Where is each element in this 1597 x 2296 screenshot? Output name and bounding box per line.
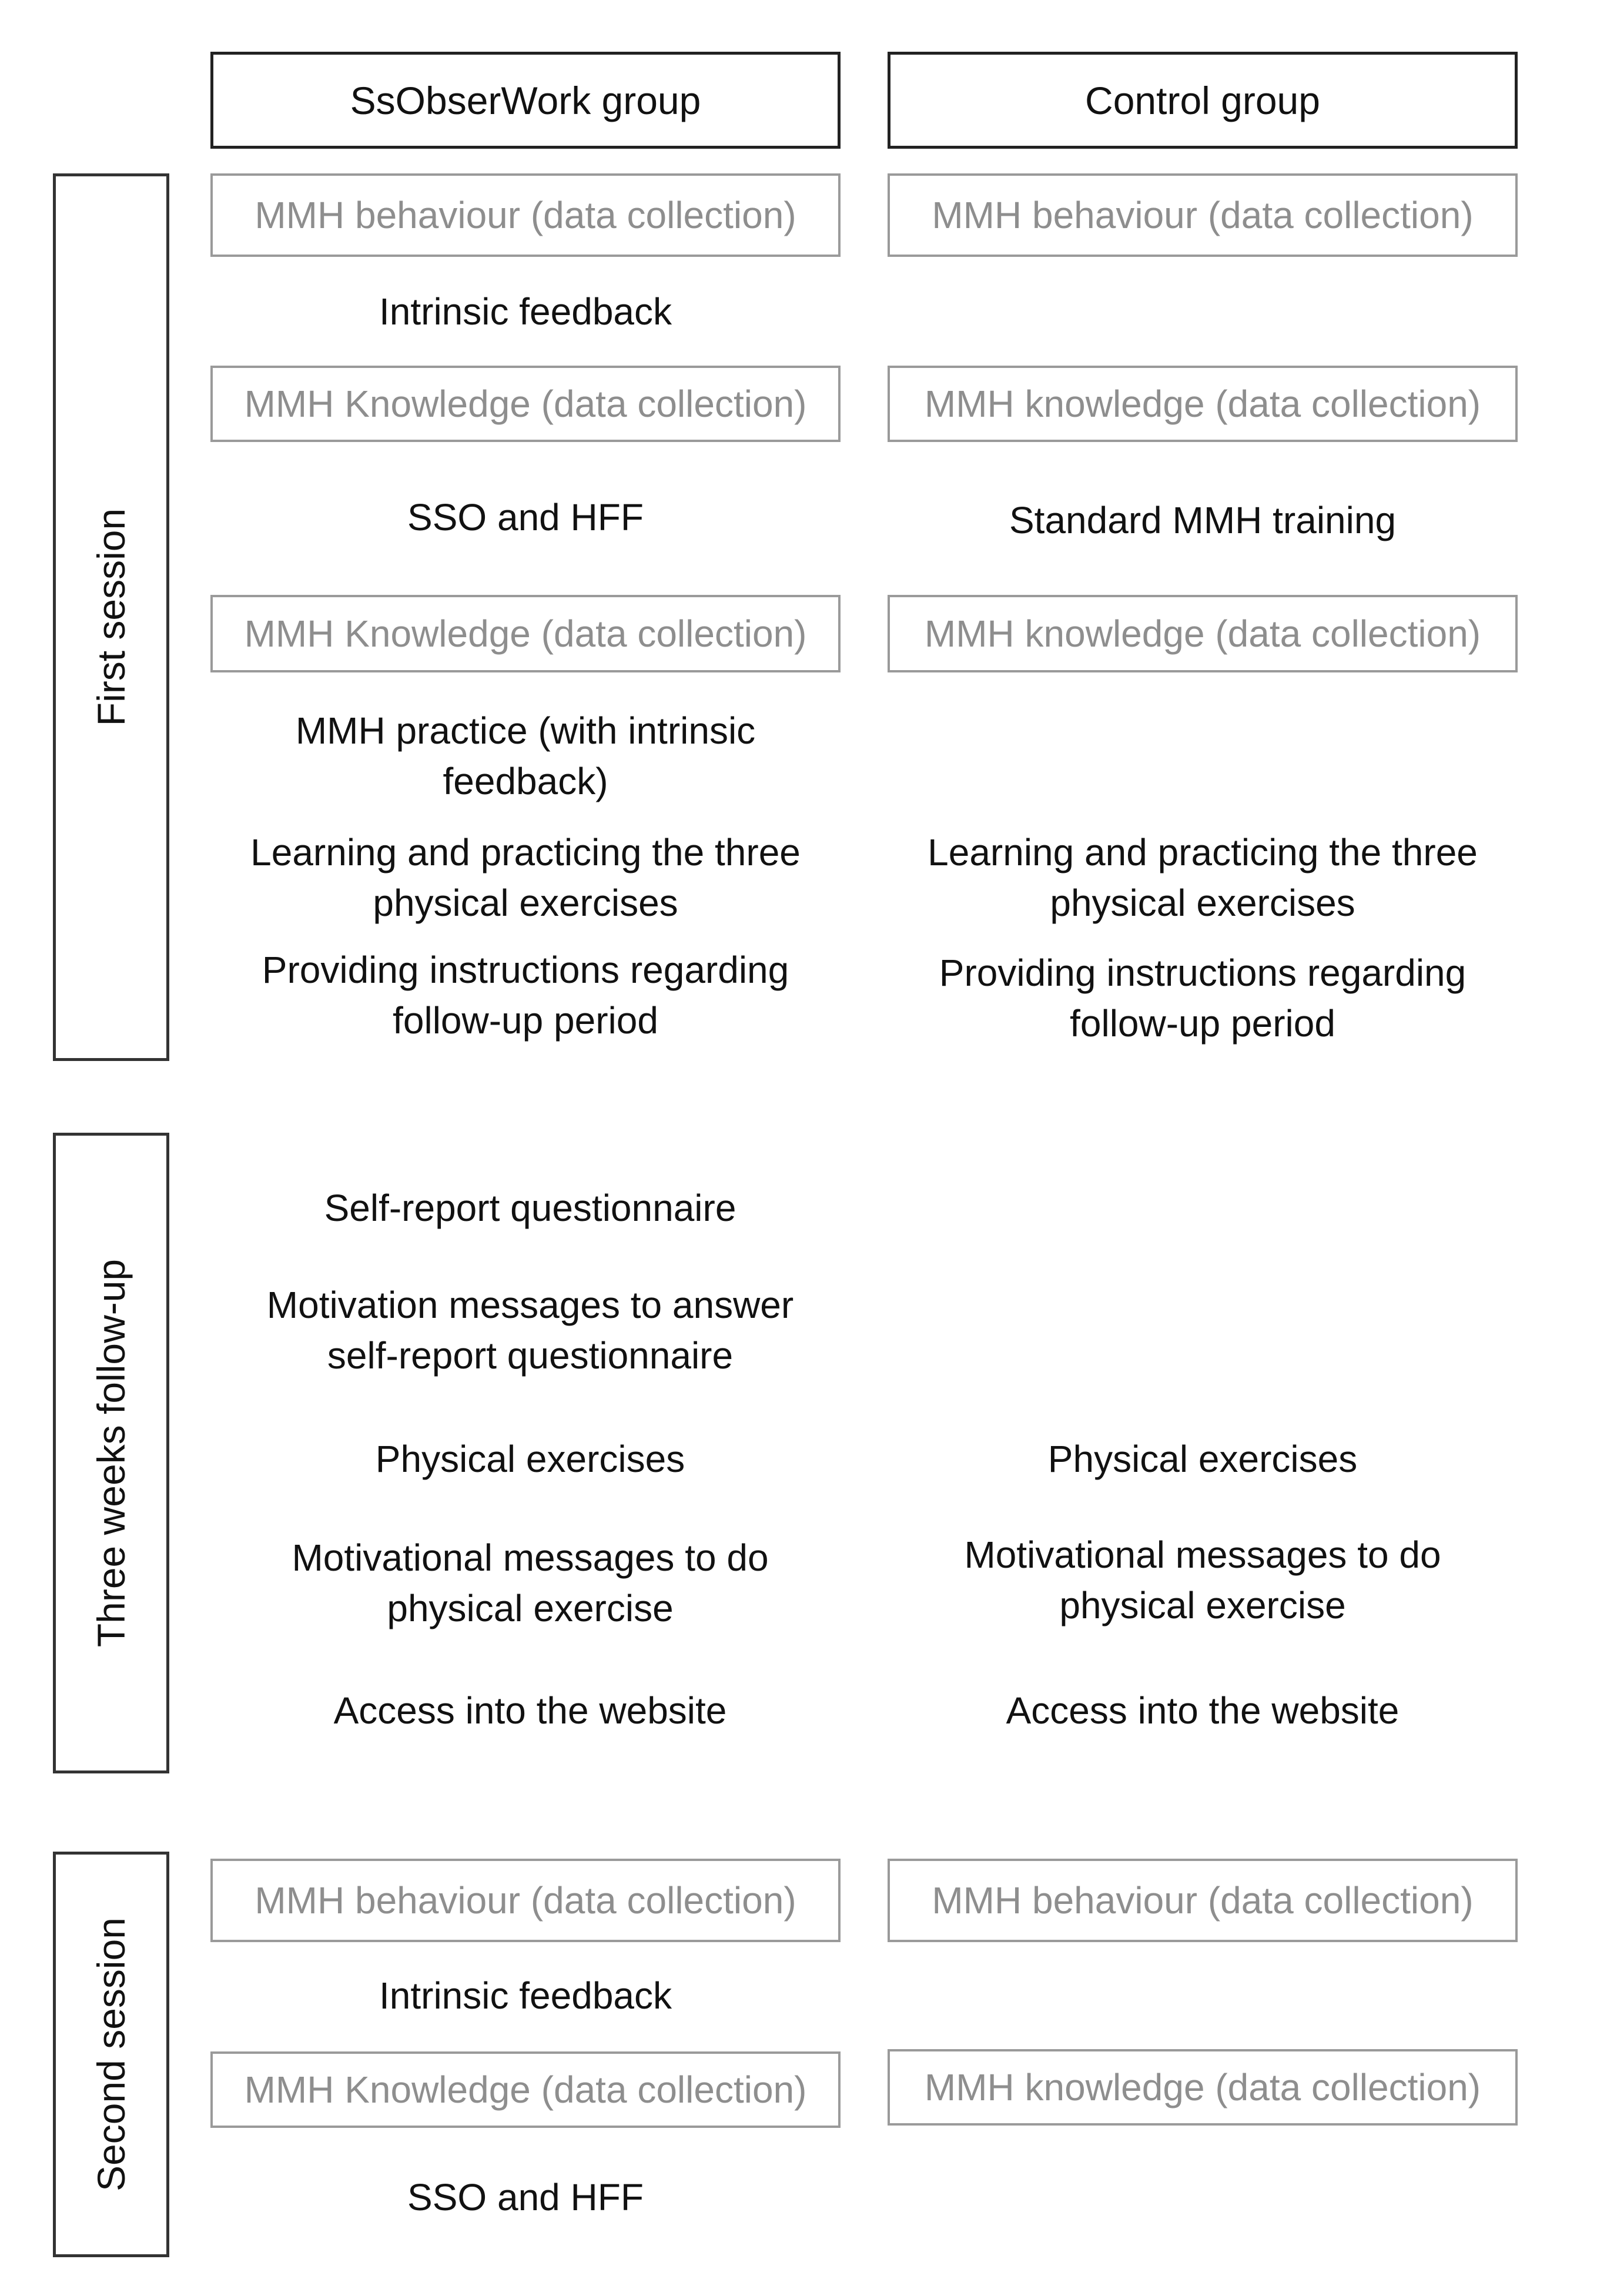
first-right-knowledge-label-2: MMH knowledge (data collection) [924, 613, 1481, 655]
first-right-knowledge-box-1: MMH knowledge (data collection) [888, 366, 1518, 442]
followup-right-website-access: Access into the website [1006, 1689, 1400, 1732]
first-right-behaviour-label: MMH behaviour (data collection) [932, 194, 1474, 236]
first-left-intrinsic-feedback: Intrinsic feedback [379, 290, 672, 333]
header-ssobserwork-label: SsObserWork group [350, 78, 701, 122]
first-left-instructions: Providing instructions regarding follow-… [262, 949, 789, 1042]
second-right-behaviour-box: MMH behaviour (data collection) [888, 1859, 1518, 1942]
first-right-knowledge-label-1: MMH knowledge (data collection) [924, 383, 1481, 425]
first-left-knowledge-box-1: MMH Knowledge (data collection) [210, 366, 841, 442]
followup-left-questionnaire: Self-report questionnaire [324, 1187, 736, 1229]
first-right-standard-training: Standard MMH training [1009, 499, 1397, 541]
first-left-learning-exercises: Learning and practicing the three physic… [250, 831, 801, 924]
header-control-group: Control group [888, 52, 1518, 149]
first-left-knowledge-box-2: MMH Knowledge (data collection) [210, 595, 841, 672]
first-left-behaviour-box: MMH behaviour (data collection) [210, 173, 841, 257]
first-right-learning-exercises: Learning and practicing the three physic… [928, 831, 1478, 924]
phase-first-session-label: First session [89, 508, 133, 727]
second-left-intrinsic-feedback: Intrinsic feedback [379, 1974, 672, 2017]
second-left-behaviour-box: MMH behaviour (data collection) [210, 1859, 841, 1942]
first-left-sso-hff: SSO and HFF [407, 496, 644, 538]
followup-right-physical-exercises: Physical exercises [1047, 1438, 1358, 1480]
followup-left-motivation-exercise: Motivational messages to do physical exe… [292, 1537, 769, 1629]
phase-three-weeks-followup: Three weeks follow-up [53, 1133, 169, 1773]
second-right-behaviour-label: MMH behaviour (data collection) [932, 1879, 1474, 1922]
phase-followup-label: Three weeks follow-up [89, 1259, 133, 1648]
phase-second-session-label: Second session [89, 1917, 133, 2191]
first-right-instructions: Providing instructions regarding follow-… [939, 952, 1467, 1045]
first-left-knowledge-label-2: MMH Knowledge (data collection) [244, 613, 807, 655]
followup-left-motivation-questionnaire: Motivation messages to answer self-repor… [266, 1284, 794, 1377]
followup-right-motivation-exercise: Motivational messages to do physical exe… [964, 1534, 1441, 1626]
followup-left-physical-exercises: Physical exercises [375, 1438, 685, 1480]
followup-left-website-access: Access into the website [333, 1689, 727, 1732]
second-left-knowledge-box: MMH Knowledge (data collection) [210, 2051, 841, 2128]
first-right-behaviour-box: MMH behaviour (data collection) [888, 173, 1518, 257]
first-right-knowledge-box-2: MMH knowledge (data collection) [888, 595, 1518, 672]
header-control-label: Control group [1085, 78, 1320, 122]
second-left-behaviour-label: MMH behaviour (data collection) [255, 1879, 796, 1922]
first-left-behaviour-label: MMH behaviour (data collection) [255, 194, 796, 236]
phase-second-session: Second session [53, 1852, 169, 2257]
second-right-knowledge-label: MMH knowledge (data collection) [924, 2066, 1481, 2108]
second-right-knowledge-box: MMH knowledge (data collection) [888, 2049, 1518, 2126]
phase-first-session: First session [53, 173, 169, 1061]
header-ssobserwork-group: SsObserWork group [210, 52, 841, 149]
second-left-sso-hff: SSO and HFF [407, 2176, 644, 2218]
first-left-knowledge-label-1: MMH Knowledge (data collection) [244, 383, 807, 425]
first-left-mmh-practice: MMH practice (with intrinsic feedback) [295, 709, 756, 802]
second-left-knowledge-label: MMH Knowledge (data collection) [244, 2069, 807, 2111]
